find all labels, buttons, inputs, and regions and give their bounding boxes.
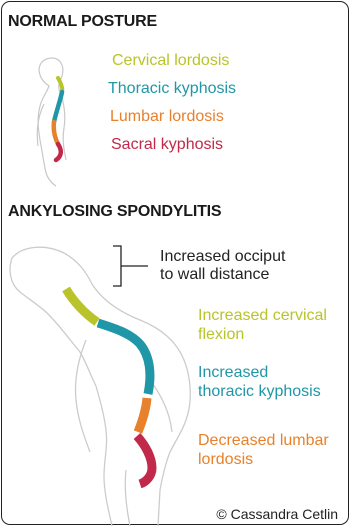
as-body-outline	[10, 247, 190, 526]
label-lumbar-lordosis: Lumbar lordosis	[110, 107, 224, 126]
normal-body-outline	[37, 58, 66, 186]
as-lumbar-segment	[138, 398, 147, 432]
label-thoracic-kyphosis: Thoracic kyphosis	[108, 79, 236, 98]
label-thoracic-line1: Increased	[198, 363, 268, 382]
label-thoracic-line2: thoracic kyphosis	[198, 382, 321, 401]
as-sacral-segment	[137, 436, 152, 484]
label-lumbar-line2: lordosis	[198, 450, 253, 469]
label-sacral-kyphosis: Sacral kyphosis	[111, 135, 223, 154]
image-credit: © Cassandra Cetlin	[216, 506, 338, 522]
normal-sacral-segment	[56, 144, 61, 160]
label-cervical-lordosis: Cervical lordosis	[112, 51, 229, 70]
label-lumbar-line1: Decreased lumbar	[198, 431, 329, 450]
normal-thoracic-segment	[54, 92, 62, 122]
label-occiput-line2: to wall distance	[160, 265, 269, 284]
occiput-bracket	[113, 246, 148, 286]
as-thoracic-segment	[98, 323, 150, 394]
as-heading: ANKYLOSING SPONDYLITIS	[8, 203, 221, 221]
as-cervical-segment	[66, 289, 97, 322]
label-occiput-line1: Increased occiput	[160, 247, 285, 266]
label-cervical-flexion-line1: Increased cervical	[198, 306, 327, 325]
label-cervical-flexion-line2: flexion	[198, 325, 244, 344]
normal-lumbar-segment	[54, 122, 58, 144]
